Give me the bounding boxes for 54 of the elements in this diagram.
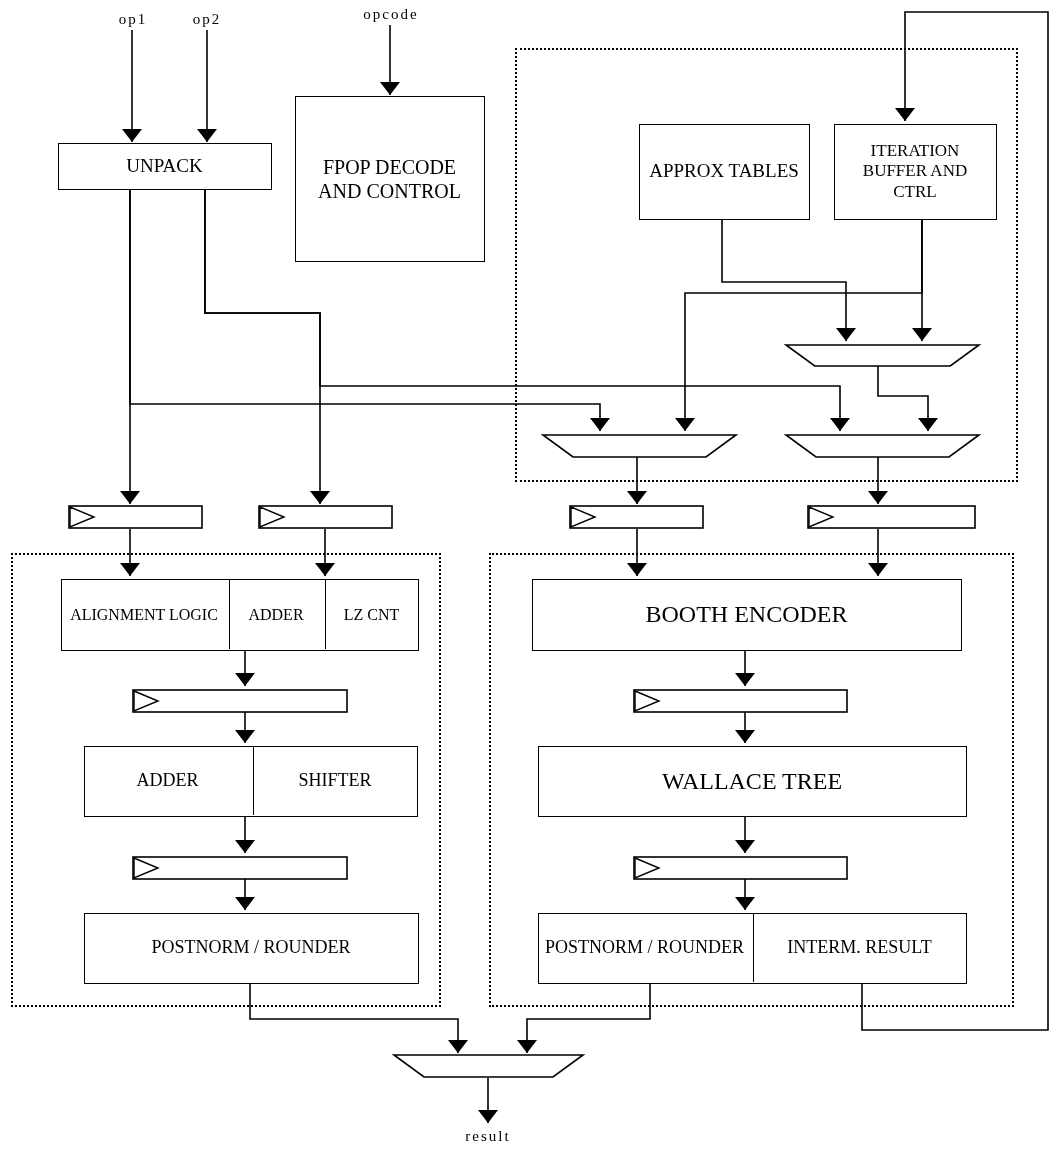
signal-label: result: [462, 1124, 514, 1148]
block-label: ADDER: [136, 770, 199, 792]
arrow: [123, 528, 137, 577]
arrow: [318, 528, 332, 577]
signal-label: opcode: [355, 3, 427, 25]
register: [807, 505, 976, 529]
block-label: POSTNORM / ROUNDER: [545, 937, 744, 959]
block-label: POSTNORM / ROUNDER: [151, 937, 351, 959]
register: [633, 689, 848, 713]
multiplexer: [542, 434, 737, 458]
block-box: [538, 913, 967, 984]
block-box: [58, 143, 272, 190]
register: [569, 505, 704, 529]
arrow: [630, 528, 644, 577]
block-box: [639, 124, 810, 220]
multiplexer: [785, 344, 980, 367]
block-box: [538, 746, 967, 817]
block-box: [61, 579, 419, 651]
arrow: [871, 528, 885, 577]
block-label: FPOP DECODE AND CONTROL: [317, 154, 462, 203]
block-label: INTERM. RESULT: [787, 937, 932, 959]
arrow: [861, 11, 1049, 1031]
block-label: ALIGNMENT LOGIC: [70, 604, 218, 625]
signal-label: op1: [112, 8, 154, 30]
block-label: BOOTH ENCODER: [645, 600, 848, 629]
block-label: LZ CNT: [343, 604, 400, 625]
block-label: SHIFTER: [298, 770, 372, 792]
block-label: ITERATION BUFFER AND CTRL: [861, 140, 969, 203]
multiplexer: [393, 1054, 584, 1078]
register: [633, 856, 848, 880]
block-box: [295, 96, 485, 262]
multiplexer: [785, 434, 980, 458]
arrow: [200, 29, 214, 143]
register: [132, 689, 348, 713]
register: [258, 505, 393, 529]
block-label: ADDER: [248, 604, 304, 625]
block-box: [84, 746, 418, 817]
register: [68, 505, 203, 529]
block-box: [834, 124, 997, 220]
dotted-group-frame: [11, 553, 441, 1007]
dotted-group-frame: [515, 48, 1018, 482]
arrow: [129, 189, 607, 432]
signal-label: op2: [186, 8, 228, 30]
block-label: APPROX TABLES: [649, 160, 799, 183]
dotted-group-frame: [489, 553, 1014, 1007]
block-label: WALLACE TREE: [661, 766, 843, 796]
arrow: [204, 189, 847, 432]
block-box: [532, 579, 962, 651]
block-box: [84, 913, 419, 984]
arrow: [125, 29, 139, 143]
block-label: UNPACK: [126, 154, 203, 178]
arrow: [481, 1077, 495, 1124]
register: [132, 856, 348, 880]
arrow: [383, 24, 397, 96]
